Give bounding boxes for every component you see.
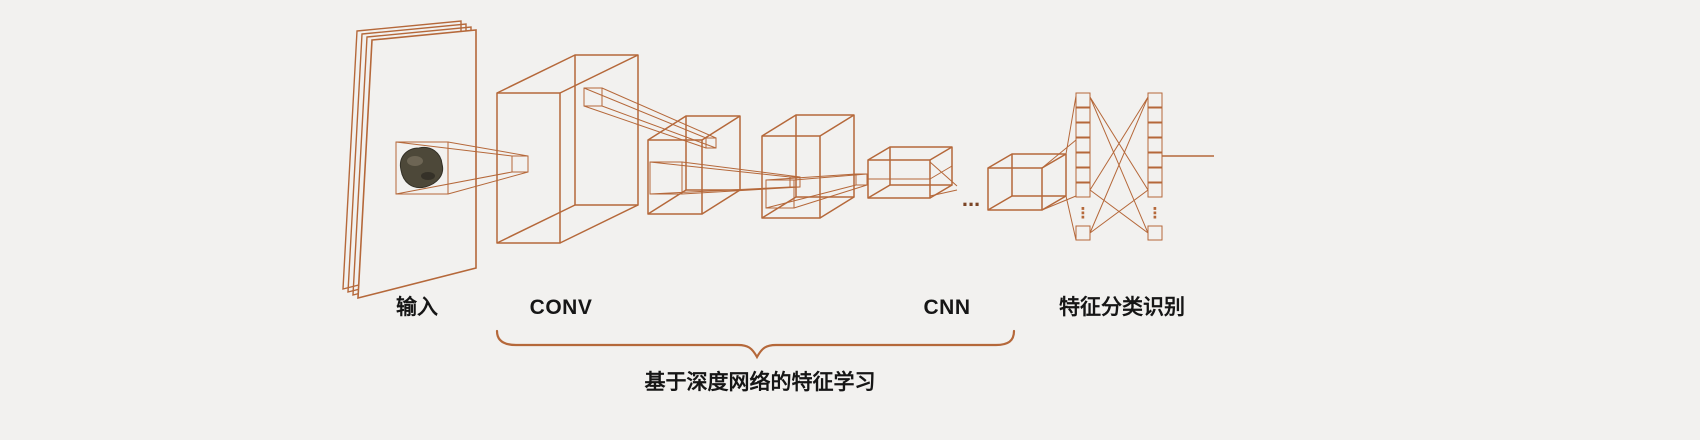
projection-box2-to-box3 bbox=[649, 161, 801, 195]
vector-cell bbox=[1147, 122, 1163, 138]
feature-vector-column-1: ⋮ bbox=[1075, 92, 1091, 241]
box4-edges bbox=[867, 146, 953, 199]
vector-cell bbox=[1075, 137, 1091, 153]
box5-edges bbox=[987, 153, 1067, 211]
box2-target-square bbox=[705, 137, 717, 149]
conv-box-2 bbox=[647, 115, 741, 215]
box4-target-square bbox=[855, 173, 868, 186]
box3-source-square bbox=[765, 179, 795, 209]
projection-lines bbox=[649, 161, 801, 195]
box2-front bbox=[647, 139, 703, 215]
vertical-ellipsis-left: ⋮ bbox=[1076, 204, 1091, 222]
input-label: 输入 bbox=[396, 295, 438, 319]
conv-label: CONV bbox=[530, 296, 593, 319]
vector-cell bbox=[1075, 182, 1091, 198]
box2-back bbox=[685, 115, 741, 191]
rock-shape bbox=[399, 146, 444, 189]
box3-edges bbox=[761, 114, 855, 219]
input-image-rock bbox=[399, 146, 444, 189]
vertical-ellipsis-right: ⋮ bbox=[1148, 204, 1163, 222]
projection-lines bbox=[395, 141, 529, 195]
vector-cell bbox=[1147, 107, 1163, 123]
rock-highlight bbox=[407, 156, 423, 166]
vector-cell bbox=[1075, 167, 1091, 183]
projection-box3-to-box4 bbox=[765, 173, 868, 209]
box2-source-square bbox=[649, 161, 683, 195]
box1-back bbox=[574, 54, 639, 206]
projection-input-to-conv bbox=[395, 141, 529, 195]
projection-lines bbox=[765, 173, 868, 209]
projection-target-square bbox=[511, 155, 529, 173]
box4-exit-wedge bbox=[929, 161, 958, 197]
conv-box-1 bbox=[496, 54, 639, 244]
projection-lines bbox=[583, 87, 717, 149]
vector-cell bbox=[1075, 92, 1091, 108]
cnn-label: CNN bbox=[924, 296, 971, 319]
vector-cell bbox=[1147, 92, 1163, 108]
vector-cell bbox=[1147, 182, 1163, 198]
cnn-box-5 bbox=[987, 153, 1067, 211]
brace-caption: 基于深度网络的特征学习 bbox=[645, 370, 876, 394]
conv-box-4-flat bbox=[867, 146, 958, 199]
feature-classification-label: 特征分类识别 bbox=[1059, 295, 1185, 319]
box1-source-square bbox=[583, 87, 603, 107]
box1-edges bbox=[496, 54, 639, 244]
box3-back bbox=[795, 114, 855, 198]
feature-vector-column-2: ⋮ bbox=[1147, 92, 1163, 241]
box5-front bbox=[987, 167, 1043, 211]
vector-cell bbox=[1075, 107, 1091, 123]
vector-cell-last bbox=[1075, 225, 1091, 241]
vector-cell-last bbox=[1147, 225, 1163, 241]
box5-back bbox=[1011, 153, 1067, 197]
rock-shadow bbox=[421, 172, 435, 180]
vector-cell bbox=[1075, 122, 1091, 138]
horizontal-ellipsis: ... bbox=[962, 186, 980, 211]
receptive-field-square bbox=[395, 141, 449, 195]
vector-cell bbox=[1147, 167, 1163, 183]
box2-edges bbox=[647, 115, 741, 215]
conv-box-3 bbox=[761, 114, 855, 219]
box5-to-vector-fan bbox=[1041, 95, 1077, 241]
box4-inner-line bbox=[868, 165, 953, 180]
vector-cell bbox=[1147, 137, 1163, 153]
vector-cell bbox=[1075, 152, 1091, 168]
vector-cell bbox=[1147, 152, 1163, 168]
fully-connected-lines bbox=[1089, 96, 1149, 234]
projection-box1-to-box2 bbox=[583, 87, 717, 149]
brace bbox=[495, 329, 1016, 360]
